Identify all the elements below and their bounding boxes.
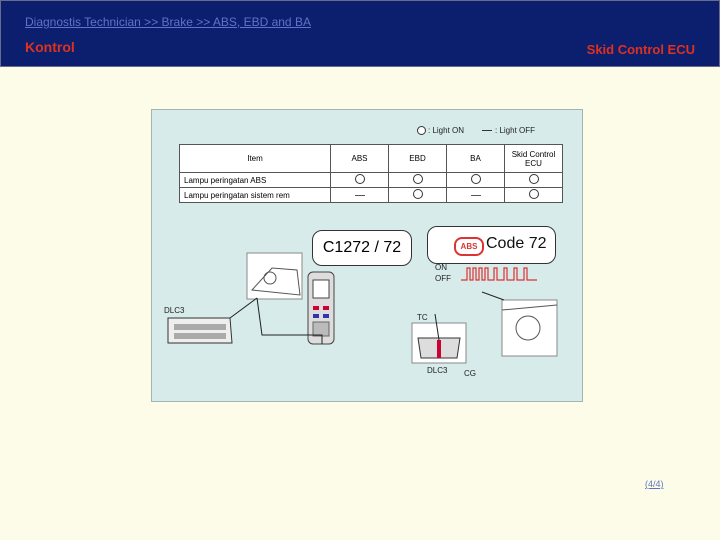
light-off-icon bbox=[470, 194, 481, 196]
col-header-ecu: Skid Control ECU bbox=[504, 144, 563, 173]
cg-label: CG bbox=[464, 369, 476, 378]
page-title: Kontrol bbox=[25, 39, 75, 55]
section-title: Skid Control ECU bbox=[586, 42, 695, 57]
light-on-icon bbox=[412, 174, 423, 184]
light-on-icon bbox=[354, 174, 365, 184]
row-label: Lampu peringatan ABS bbox=[179, 172, 331, 188]
tc-label: TC bbox=[417, 313, 428, 322]
header-bar: Diagnostis Technician >> Brake >> ABS, E… bbox=[0, 0, 720, 67]
code-value: Code 72 bbox=[486, 235, 547, 252]
light-off-icon bbox=[482, 130, 492, 132]
table-row: Lampu peringatan ABS bbox=[179, 172, 563, 188]
col-header-ba: BA bbox=[446, 144, 505, 173]
code-callout: ABS Code 72 bbox=[427, 226, 556, 264]
light-on-icon bbox=[470, 174, 481, 184]
pager-link[interactable]: (4/4) bbox=[645, 479, 664, 489]
dlc3-left-label: DLC3 bbox=[164, 306, 185, 315]
col-header-abs: ABS bbox=[330, 144, 389, 173]
diagram-panel: : Light ON : Light OFF Item ABS EBD BA S… bbox=[151, 109, 583, 402]
legend-off: : Light OFF bbox=[482, 126, 535, 135]
breadcrumb[interactable]: Diagnostis Technician >> Brake >> ABS, E… bbox=[25, 15, 311, 29]
light-on-icon bbox=[528, 189, 539, 199]
legend-on: : Light ON bbox=[417, 126, 464, 136]
table-row: Lampu peringatan sistem rem bbox=[179, 187, 563, 203]
col-header-ebd: EBD bbox=[388, 144, 447, 173]
row-label: Lampu peringatan sistem rem bbox=[179, 187, 331, 203]
abs-warning-icon: ABS bbox=[454, 237, 484, 256]
light-off-icon bbox=[354, 194, 365, 196]
col-header-item: Item bbox=[179, 144, 331, 173]
light-on-icon bbox=[412, 189, 423, 199]
indicator-table: Item ABS EBD BA Skid Control ECU Lampu p… bbox=[179, 144, 563, 203]
light-on-icon bbox=[417, 126, 426, 136]
signal-off-label: OFF bbox=[435, 274, 451, 283]
light-on-icon bbox=[528, 174, 539, 184]
dlc3-bottom-label: DLC3 bbox=[427, 366, 448, 375]
dtc-callout: C1272 / 72 bbox=[312, 230, 412, 266]
signal-on-label: ON bbox=[435, 263, 447, 272]
